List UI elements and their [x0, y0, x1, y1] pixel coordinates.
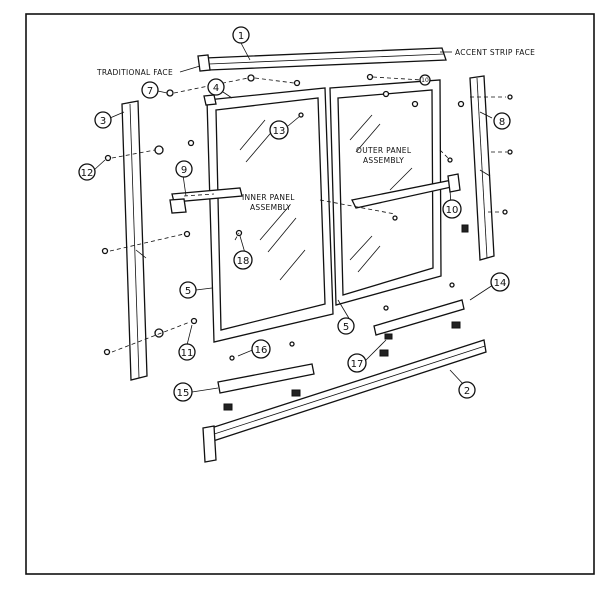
svg-text:4: 4: [213, 83, 219, 94]
callout-13: 13: [269, 120, 289, 140]
bottom-sill: [202, 339, 487, 463]
callout-15: 15: [173, 382, 193, 402]
leader-lines: [93, 42, 497, 393]
callout-2: 2: [458, 381, 476, 399]
handle-bar: [351, 173, 461, 209]
svg-text:9: 9: [181, 165, 187, 176]
svg-text:5: 5: [185, 286, 191, 297]
svg-text:18: 18: [237, 256, 250, 267]
svg-text:10: 10: [421, 77, 429, 84]
bottom-guide-inner: [217, 363, 315, 411]
callout-7: 7: [141, 81, 159, 99]
svg-text:10: 10: [446, 205, 459, 216]
callout-17: 17: [347, 353, 367, 373]
svg-text:12: 12: [81, 168, 94, 179]
inner-panel-label-line2: ASSEMBLY: [250, 203, 291, 212]
svg-text:3: 3: [100, 116, 106, 127]
outer-panel-label-line1: OUTER PANEL: [356, 146, 412, 155]
callout-10-right: 10: [442, 199, 462, 219]
callout-10-top: 10: [419, 74, 431, 86]
callout-5-left: 5: [179, 281, 197, 299]
inner-panel-assembly: [203, 87, 334, 343]
callout-9: 9: [175, 160, 193, 178]
callout-1: 1: [232, 26, 250, 44]
callout-8: 8: [493, 112, 511, 130]
callout-12: 12: [78, 163, 96, 181]
outer-panel-assembly: [329, 79, 442, 306]
left-jamb: [121, 100, 148, 381]
accent-strip-face-label: ACCENT STRIP FACE: [455, 48, 535, 57]
callout-16: 16: [251, 339, 271, 359]
callout-11: 11: [178, 343, 196, 361]
svg-text:14: 14: [494, 278, 507, 289]
svg-text:1: 1: [238, 31, 244, 42]
callout-4: 4: [207, 78, 225, 96]
traditional-face-label: TRADITIONAL FACE: [96, 68, 173, 77]
svg-text:2: 2: [464, 386, 470, 397]
callout-14: 14: [490, 272, 510, 292]
inner-panel-label-line1: INNER PANEL: [242, 193, 295, 202]
right-jamb: [469, 75, 495, 261]
outer-panel-label-line2: ASSEMBLY: [363, 156, 404, 165]
callout-3: 3: [94, 111, 112, 129]
svg-text:13: 13: [273, 126, 286, 137]
svg-text:8: 8: [499, 117, 505, 128]
svg-text:5: 5: [343, 322, 349, 333]
top-header-rail: [197, 47, 447, 72]
svg-text:16: 16: [255, 345, 268, 356]
svg-text:17: 17: [351, 359, 364, 370]
svg-text:11: 11: [181, 348, 194, 359]
callout-18: 18: [233, 250, 253, 270]
callout-5-right: 5: [337, 317, 355, 335]
svg-text:7: 7: [147, 86, 153, 97]
diagram-border: [25, 13, 595, 575]
towel-bar-handle: [169, 187, 243, 214]
svg-text:15: 15: [177, 388, 190, 399]
bottom-guide-outer: [373, 299, 465, 357]
